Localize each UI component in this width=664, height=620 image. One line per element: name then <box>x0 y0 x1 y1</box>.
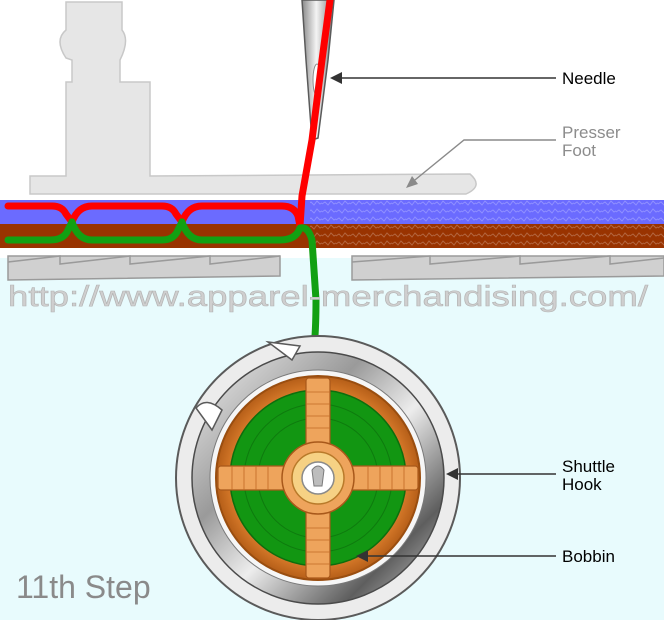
watermark-url: http://www.apparel-merchandising.com/ <box>8 281 649 313</box>
feed-dogs <box>7 255 664 281</box>
needle-label: Needle <box>562 69 616 88</box>
upper-thread <box>4 0 334 230</box>
step-label: 11th Step <box>16 569 151 605</box>
bobbin-label: Bobbin <box>562 547 615 566</box>
lower-thread <box>4 218 320 389</box>
shuttle-hook-label-line1: Shuttle <box>562 457 615 476</box>
presser-foot <box>29 1 477 195</box>
leader-lines <box>334 77 556 557</box>
presser-foot-label-line2: Foot <box>562 141 596 160</box>
shuttle-hook-arrowhead <box>446 468 458 480</box>
presser-foot-arrowhead <box>406 176 418 188</box>
shuttle-hook-label-line2: Hook <box>562 475 602 494</box>
fabric-layers <box>0 200 664 248</box>
bobbin-arrowhead <box>356 550 368 562</box>
bobbin <box>215 375 421 581</box>
needle-arrowhead <box>330 72 342 84</box>
presser-foot-label-line1: Presser <box>562 123 621 142</box>
